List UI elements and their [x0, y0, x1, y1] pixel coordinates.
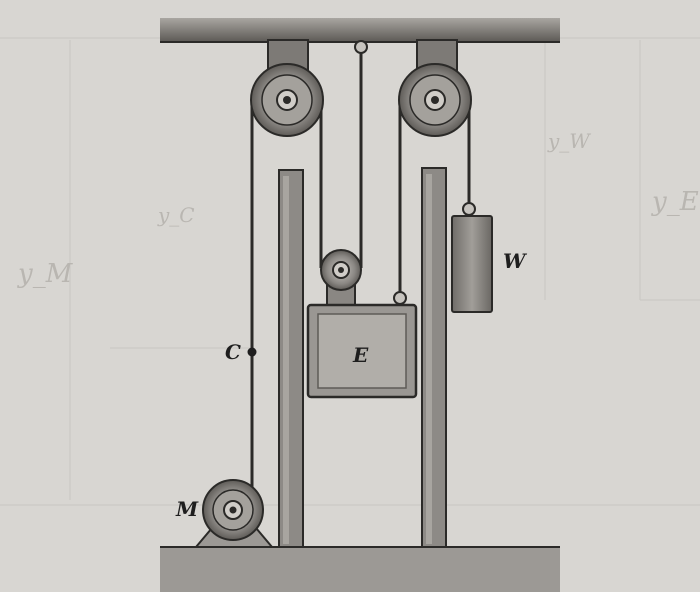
cable-point-c	[247, 347, 257, 357]
label-elevator: E	[352, 343, 369, 367]
elevator-car	[306, 303, 418, 399]
faint-annotation-yw: y_W	[547, 129, 591, 153]
elevator-pulley	[320, 249, 362, 309]
cables	[250, 48, 471, 505]
floor	[160, 547, 560, 592]
top-left-pulley	[250, 63, 324, 137]
label-motor: M	[175, 497, 199, 521]
ceiling-anchor-ring	[354, 40, 368, 54]
label-counterweight: W	[503, 249, 528, 273]
elevator-hook	[393, 291, 407, 305]
left-guide-rail	[278, 169, 304, 548]
label-cable-point: C	[225, 340, 241, 364]
faint-annotation-yc: y_C	[157, 203, 195, 227]
motor	[193, 479, 275, 548]
faint-annotation-ye: y_E	[651, 187, 699, 217]
right-guide-rail	[421, 167, 447, 548]
ceiling	[160, 18, 560, 42]
counterweight	[451, 202, 493, 313]
top-right-pulley	[398, 63, 472, 137]
faint-annotation-ym: y_M	[17, 259, 74, 289]
